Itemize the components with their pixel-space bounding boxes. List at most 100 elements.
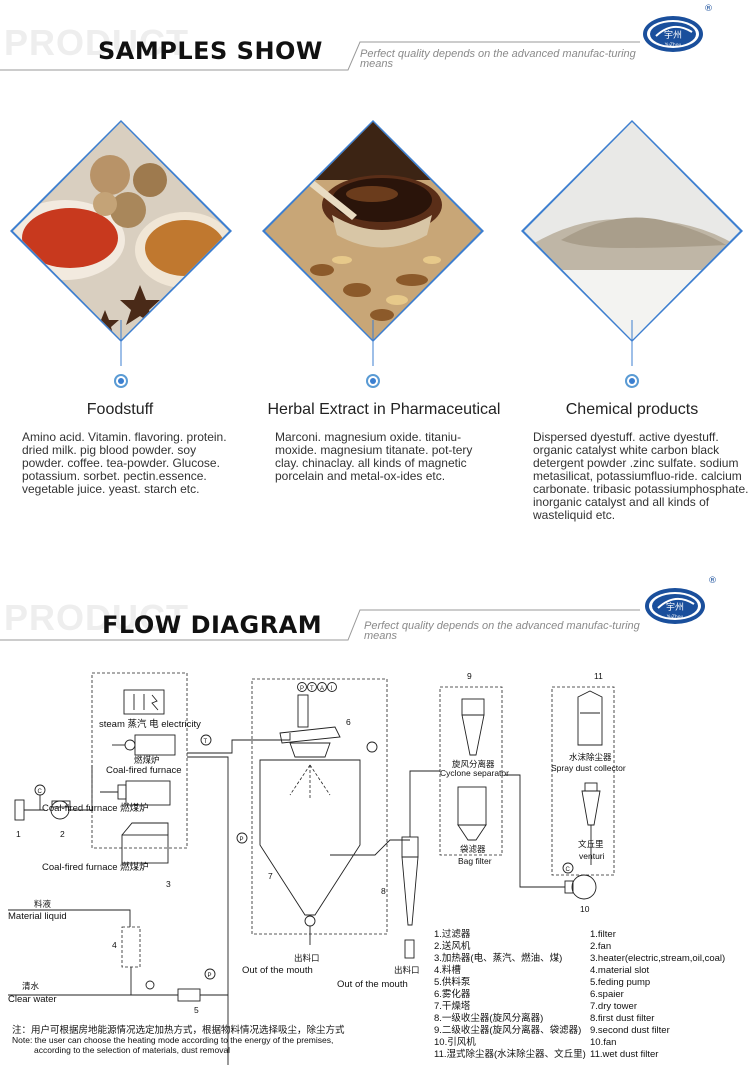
gauge-a: A — [320, 686, 324, 692]
samples-title: SAMPLES SHOW — [98, 37, 323, 65]
note-en-1: Note: the user can choose the heating mo… — [12, 1035, 333, 1045]
flow-header-rule — [0, 609, 640, 641]
furnace-1-en: Coal-fired furnace — [106, 765, 182, 776]
label-4: 4 — [112, 940, 117, 950]
spray-en: Spray dust collector — [551, 763, 626, 773]
svg-text:8.一级收尘器(旋风分离器): 8.一级收尘器(旋风分离器) — [434, 1012, 543, 1024]
cyclone-en: Cyclone separator — [440, 768, 509, 778]
chemical-products-dot — [625, 374, 639, 388]
flow-watermark: PRODUCT — [4, 597, 189, 638]
svg-text:4.料槽: 4.料槽 — [434, 964, 461, 976]
bag-en: Bag filter — [458, 856, 492, 866]
flow-diagram: steam 蒸汽 电 electricity 燃煤炉 Coal-fired fu… — [8, 671, 725, 1065]
induced-fan-icon: C — [562, 862, 597, 900]
steam-label: steam 蒸汽 电 electricity — [99, 718, 201, 730]
svg-text:C: C — [38, 789, 43, 795]
feed-pump-icon — [177, 988, 201, 1002]
gauge-p: P — [300, 686, 304, 692]
furnace-2-label: Coal-fired furnace 燃煤炉 — [42, 802, 149, 814]
outlet-2-en: Out of the mouth — [337, 979, 408, 990]
legend-cn: 1.过滤器 2.送风机 3.加热器(电、蒸汽、燃油、煤) 4.料槽 5.供料泵 … — [434, 928, 586, 1060]
logo-registered-2: ® — [708, 576, 717, 586]
svg-text:11.wet dust filter: 11.wet dust filter — [590, 1049, 658, 1060]
svg-text:P: P — [208, 973, 212, 979]
furnace-3-icon — [121, 822, 169, 864]
svg-text:5.feding pump: 5.feding pump — [590, 977, 650, 988]
chemical-products-description: Dispersed dyestuff. active dyestuff. org… — [533, 430, 749, 522]
svg-text:6.雾化器: 6.雾化器 — [434, 988, 471, 1000]
flow-tagline: Perfect quality depends on the advanced … — [364, 620, 640, 642]
herbal-extract-title: Herbal Extract in Pharmaceutical — [267, 401, 501, 418]
bag-cn: 袋滤器 — [460, 844, 486, 854]
herbal-extract-description: Marconi. magnesium oxide. titaniu-moxide… — [275, 430, 473, 483]
label-10: 10 — [580, 904, 590, 914]
outlet-1-cn: 出料口 — [294, 953, 320, 963]
cyclone-separator-icon — [461, 698, 485, 756]
chemical-products-image — [521, 120, 743, 366]
venturi-cn: 文丘里 — [578, 839, 604, 849]
fan-icon — [50, 765, 93, 820]
brand-logo-icon: 宇州 YuZhou — [643, 16, 703, 52]
svg-text:4.material slot: 4.material slot — [590, 965, 649, 976]
gauge-i: I — [331, 686, 333, 692]
svg-text:2.fan: 2.fan — [590, 941, 611, 952]
svg-text:P: P — [240, 837, 244, 843]
svg-text:10.引风机: 10.引风机 — [434, 1036, 476, 1048]
label-6: 6 — [346, 717, 351, 727]
furnace-2-icon — [100, 780, 171, 806]
filter-icon: C — [14, 784, 46, 821]
gauge-row: P T A I — [297, 682, 337, 692]
logo-pinyin: YuZhou — [664, 42, 682, 48]
outlet-2-cn: 出料口 — [394, 965, 420, 975]
svg-text:11.湿式除尘器(水沫除尘器、文丘里): 11.湿式除尘器(水沫除尘器、文丘里) — [434, 1048, 586, 1060]
foodstuff-image — [10, 120, 232, 366]
herbal-extract-dot — [366, 374, 380, 388]
wet-filter-box — [551, 686, 615, 876]
samples-header-rule — [0, 41, 640, 71]
material-cn: 料液 — [34, 899, 52, 909]
tower-body — [259, 759, 361, 945]
label-8: 8 — [381, 886, 386, 896]
first-cyclone-icon — [401, 836, 419, 959]
svg-text:3.加热器(电、蒸汽、燃油、煤): 3.加热器(电、蒸汽、燃油、煤) — [434, 952, 562, 964]
svg-text:9.second dust filter: 9.second dust filter — [590, 1025, 670, 1036]
atomizer-icon — [279, 694, 341, 758]
svg-text:1.filter: 1.filter — [590, 929, 616, 940]
furnace-3-label: Coal-fired furnace 燃煤炉 — [42, 861, 149, 873]
label-7: 7 — [268, 871, 273, 881]
herbal-extract-image — [262, 120, 484, 366]
water-en: Clear water — [8, 994, 57, 1005]
samples-watermark: PRODUCT — [4, 22, 189, 63]
label-5: 5 — [194, 1005, 199, 1015]
temp-gauge-icon — [200, 734, 212, 746]
svg-text:3.heater(electric,stream,oil,c: 3.heater(electric,stream,oil,coal) — [590, 953, 725, 964]
logo-registered: ® — [704, 4, 713, 14]
material-slot-icon — [121, 926, 141, 968]
label-1: 1 — [16, 829, 21, 839]
svg-text:7.dry tower: 7.dry tower — [590, 1001, 637, 1012]
electric-heater-icon — [123, 689, 165, 715]
svg-text:5.供料泵: 5.供料泵 — [434, 976, 471, 988]
note-cn: 注：用户可根据房地能源情况选定加热方式，根据物料情况选择吸尘，除尘方式 — [12, 1024, 345, 1036]
drying-tower-box — [251, 678, 388, 935]
svg-text:7.干燥塔: 7.干燥塔 — [434, 1000, 471, 1012]
chemical-products-title: Chemical products — [565, 401, 699, 418]
flow-title: FLOW DIAGRAM — [102, 611, 323, 639]
furnace-1-icon — [112, 734, 176, 756]
label-9: 9 — [467, 671, 472, 681]
spray-collector-icon — [577, 690, 603, 746]
logo-pinyin-2: YuZhou — [666, 614, 684, 620]
venturi-en: venturi — [579, 851, 605, 861]
label-11: 11 — [594, 671, 603, 681]
cyclone-cn: 旋风分离器 — [452, 759, 495, 769]
bag-filter-icon — [457, 786, 487, 841]
svg-text:2.送风机: 2.送风机 — [434, 940, 471, 952]
svg-text:6.spaier: 6.spaier — [590, 989, 624, 1000]
svg-text:T: T — [204, 739, 208, 745]
venturi-icon — [581, 782, 601, 865]
gauge-t: T — [310, 686, 314, 692]
outlet-1-en: Out of the mouth — [242, 965, 313, 976]
samples-tagline: Perfect quality depends on the advanced … — [360, 48, 636, 70]
pressure-gauge-top — [366, 741, 378, 753]
svg-text:C: C — [566, 867, 571, 873]
